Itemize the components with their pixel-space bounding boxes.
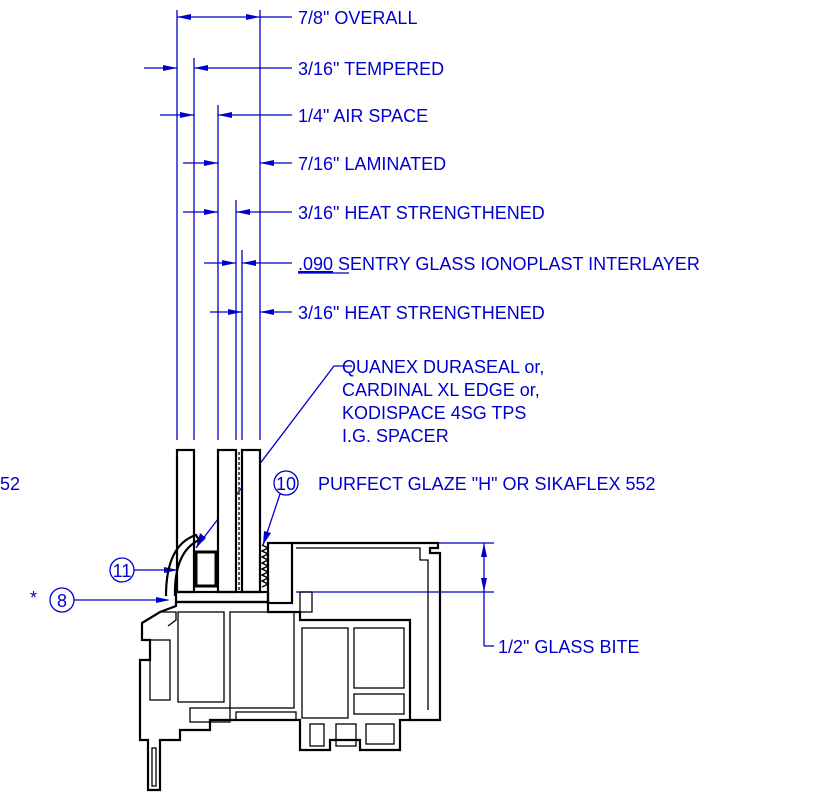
- chamber-11: [365, 723, 395, 745]
- ig-spacer: [194, 550, 218, 588]
- heat-strengthened-label-2: 3/16" HEAT STRENGTHENED: [298, 303, 545, 323]
- heat-strengthened-label-1: 3/16" HEAT STRENGTHENED: [298, 203, 545, 223]
- sash-right-wall: [292, 541, 442, 722]
- chamber-4: [301, 627, 349, 719]
- frame-profile: [138, 533, 442, 792]
- air-space-label: 1/4" AIR SPACE: [298, 106, 428, 126]
- chamber-5: [353, 627, 405, 689]
- tempered-glass-label: 3/16" TEMPERED: [298, 59, 444, 79]
- chamber-7: [189, 707, 231, 723]
- sash-clip: [299, 591, 313, 613]
- glazing-leg: [266, 541, 294, 605]
- frame-outer: [138, 600, 412, 792]
- glass-unit: [175, 448, 270, 594]
- chamber-10: [335, 723, 357, 747]
- dimension-lines: [144, 10, 292, 440]
- interlayer-label: .090 SENTRY GLASS IONOPLAST INTERLAYER: [298, 254, 700, 274]
- chamber-2: [177, 611, 225, 703]
- chamber-8: [235, 711, 297, 721]
- spacer-note-line-4: I.G. SPACER: [342, 426, 449, 446]
- chamber-9: [309, 723, 325, 747]
- chamber-3: [229, 611, 295, 709]
- cropped-sealant-text: 52: [0, 474, 20, 494]
- overall-dimension-label: 7/8" OVERALL: [298, 8, 417, 28]
- bead-clip: [160, 611, 177, 627]
- glazing-bead: [164, 533, 201, 597]
- sash-inner-wall: [296, 547, 429, 710]
- interlayer-thickness: .090: [298, 254, 333, 274]
- laminated-outer-pane: [216, 448, 238, 594]
- callout-11-label: 11: [113, 561, 132, 581]
- spacer-note-line-2: CARDINAL XL EDGE or,: [342, 380, 540, 400]
- spacer-note: QUANEX DURASEAL or, CARDINAL XL EDGE or,…: [195, 357, 544, 549]
- setting-block: [174, 590, 270, 604]
- spacer-note-line-3: KODISPACE 4SG TPS: [342, 403, 526, 423]
- chamber-6: [353, 693, 405, 715]
- laminated-glass-label: 7/16" LAMINATED: [298, 154, 446, 174]
- callout-11: 11: [109, 557, 178, 583]
- sealant-label: PURFECT GLAZE "H" OR SIKAFLEX 552: [318, 474, 656, 494]
- laminated-inner-pane: [240, 448, 262, 594]
- sealant-note: 10 PURFECT GLAZE "H" OR SIKAFLEX 552: [262, 470, 656, 546]
- fin-slot: [151, 747, 157, 787]
- asterisk-note: *: [30, 588, 37, 608]
- glass-bite-label: 1/2" GLASS BITE: [498, 637, 639, 657]
- spacer-note-line-1: QUANEX DURASEAL or,: [342, 357, 544, 377]
- interlayer-description: SENTRY GLASS IONOPLAST INTERLAYER: [333, 254, 700, 274]
- chamber-1: [149, 639, 171, 701]
- callout-10-label: 10: [276, 474, 296, 494]
- tempered-glass-pane: [175, 448, 196, 594]
- callout-8-label: 8: [57, 591, 67, 611]
- callout-10-circle: [273, 470, 299, 496]
- callout-8: * 8: [30, 587, 170, 613]
